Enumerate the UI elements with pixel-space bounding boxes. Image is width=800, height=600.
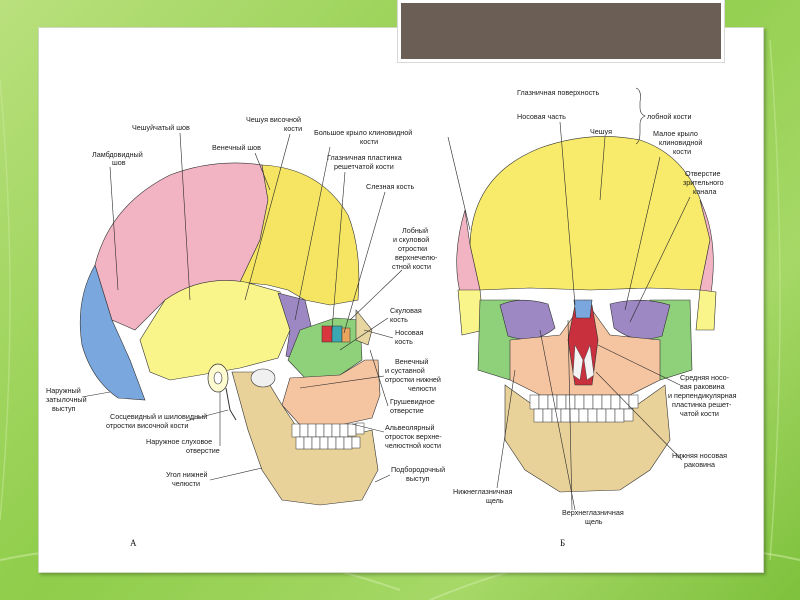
- label-grushevidnoe: Грушевидное: [390, 397, 435, 406]
- skull-frontal-view: [456, 136, 717, 493]
- label-maloe-krylo-3: кости: [673, 147, 691, 156]
- right-leader-lines: [447, 121, 691, 511]
- label-cheshuya: Чешуя: [590, 127, 612, 136]
- label-brace: [635, 87, 646, 145]
- label-bolshoe-krylo: Большое крыло клиновидной: [314, 128, 412, 137]
- label-otverstie: Отверстие: [685, 169, 721, 178]
- label-venechny-4: челюсти: [408, 384, 436, 393]
- label-otverstie-2: зрительного: [683, 178, 724, 187]
- left-labels: Чешуйчатый шов Чешуя височной кости Боль…: [46, 115, 445, 488]
- label-ugol: Угол нижней: [166, 470, 208, 479]
- label-podborodochny: Подбородочный: [391, 465, 445, 474]
- label-naruzhnoe: Наружное слуховое: [146, 437, 212, 446]
- label-srednyaya-4: пластинка решет-: [672, 400, 732, 409]
- label-nizhnyaya-2: раковина: [684, 460, 715, 469]
- label-skulovaya: Скуловая: [390, 306, 422, 315]
- panel-label-a: А: [130, 538, 137, 548]
- label-verhneglaznichnaya-2: щель: [585, 517, 603, 526]
- label-venechny-3: отростки нижней: [385, 375, 441, 384]
- label-nosovaya: Носовая: [395, 328, 424, 337]
- label-glaznichnaya-plastinka: Глазничная пластинка: [327, 153, 402, 162]
- panel-label-b: Б: [560, 538, 565, 548]
- label-lobny-4: верхнечелю-: [395, 253, 438, 262]
- label-glaznichnaya-poverhnost: Глазничная поверхность: [517, 88, 599, 97]
- label-alveolyarny-2: отросток верхне-: [385, 432, 442, 441]
- label-srednyaya-5: чатой кости: [680, 409, 719, 418]
- label-naruzhny: Наружный: [46, 386, 81, 395]
- label-srednyaya: Средняя носо-: [680, 373, 730, 382]
- label-podborodochny-2: выступ: [406, 474, 430, 483]
- label-grushevidnoe-2: отверстие: [390, 406, 424, 415]
- label-lambdovidny: Ламбдовидный: [92, 150, 143, 159]
- label-naruzhny-3: выступ: [52, 404, 76, 413]
- label-otverstie-3: канала: [693, 187, 716, 196]
- label-cheshuichaty-shov: Чешуйчатый шов: [132, 123, 190, 132]
- title-box: [397, 0, 725, 63]
- label-naruzhnoe-2: отверстие: [186, 446, 220, 455]
- label-lobny-5: стной кости: [392, 262, 431, 271]
- label-maloe-krylo-2: клиновидной: [659, 138, 702, 147]
- label-lobnoy-kosti: лобной кости: [647, 112, 692, 121]
- label-glaznichnaya-plastinka-2: решетчатой кости: [334, 162, 394, 171]
- label-sleznaya: Слезная кость: [366, 182, 414, 191]
- label-venechny-2: и суставной: [385, 366, 425, 375]
- right-labels: Глазничная поверхность лобной кости Носо…: [453, 88, 737, 526]
- skull-lateral-view: [79, 162, 381, 506]
- slide-card: [38, 27, 764, 573]
- label-sostsevidny: Сосцевидный и шиловидный: [110, 412, 207, 421]
- label-nizhneglaznichnaya-2: щель: [486, 496, 504, 505]
- label-ugol-2: челюсти: [172, 479, 200, 488]
- label-nizhneglaznichnaya: Нижнеглазничная: [453, 487, 513, 496]
- label-lobny-3: отростки: [398, 244, 427, 253]
- left-leader-lines: [81, 132, 403, 483]
- label-maloe-krylo: Малое крыло: [653, 129, 698, 138]
- label-alveolyarny-3: челюстной кости: [385, 441, 441, 450]
- label-skulovaya-2: кость: [390, 315, 408, 324]
- label-lobny-2: и скуловой: [393, 235, 429, 244]
- label-srednyaya-3: и перпендикулярная: [668, 391, 737, 400]
- label-naruzhny-2: затылочный: [46, 395, 87, 404]
- label-bolshoe-krylo-2: кости: [360, 137, 378, 146]
- label-cheshuya-visochnoy-2: кости: [284, 124, 302, 133]
- label-sostsevidny-2: отростки височной кости: [106, 421, 188, 430]
- label-lambdovidny-2: шов: [112, 158, 126, 167]
- label-venechny-shov: Венечный шов: [212, 143, 261, 152]
- label-nosovaya-chast: Носовая часть: [517, 112, 566, 121]
- label-lobny: Лобный: [402, 226, 428, 235]
- label-venechny: Венечный: [395, 357, 428, 366]
- label-nosovaya-2: кость: [395, 337, 413, 346]
- label-srednyaya-2: вая раковина: [680, 382, 725, 391]
- label-nizhnyaya: Нижняя носовая: [672, 451, 727, 460]
- label-alveolyarny: Альвеолярный: [385, 423, 435, 432]
- label-verhneglaznichnaya: Верхнеглазничная: [562, 508, 624, 517]
- label-cheshuya-visochnoy: Чешуя височной: [246, 115, 301, 124]
